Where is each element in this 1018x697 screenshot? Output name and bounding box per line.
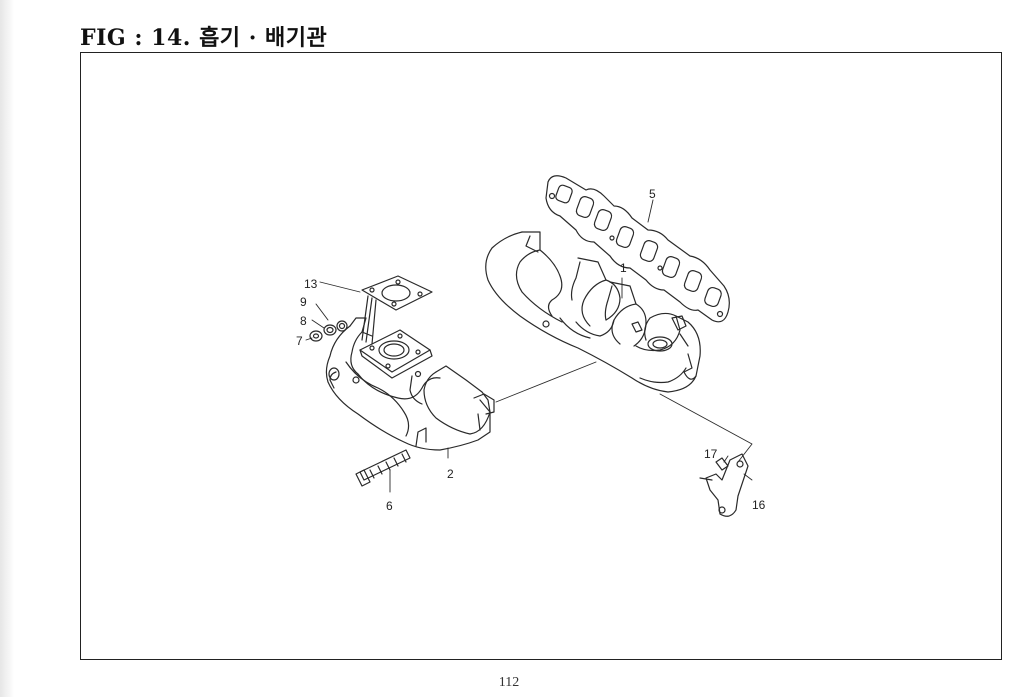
stud-bolt bbox=[355, 449, 411, 487]
part-label-9: 9 bbox=[300, 295, 307, 309]
bracket bbox=[699, 453, 749, 517]
exhaust-manifold bbox=[485, 231, 701, 393]
part-label-16: 16 bbox=[752, 498, 766, 512]
part-label-5: 5 bbox=[649, 187, 656, 201]
washers-and-nut bbox=[309, 320, 348, 342]
part-label-13: 13 bbox=[304, 277, 318, 291]
throttle-gasket bbox=[361, 275, 433, 345]
page-number: 112 bbox=[498, 675, 520, 690]
part-label-6: 6 bbox=[386, 499, 393, 513]
part-label-7: 7 bbox=[296, 334, 303, 348]
page-title: FIG : 14. 흡기 · 배기관 bbox=[80, 25, 328, 51]
scan-edge-shadow bbox=[0, 0, 14, 697]
part-label-2: 2 bbox=[447, 467, 454, 481]
exhaust-gasket bbox=[545, 175, 730, 323]
part-label-8: 8 bbox=[300, 314, 307, 328]
part-label-17: 17 bbox=[704, 447, 718, 461]
leader-lines bbox=[305, 199, 753, 493]
diagram-frame bbox=[80, 52, 1002, 660]
intake-manifold bbox=[325, 317, 495, 451]
intake-flange bbox=[359, 329, 433, 379]
part-labels: 1 2 5 6 7 8 9 13 16 17 bbox=[296, 187, 766, 513]
part-label-1: 1 bbox=[620, 261, 627, 275]
